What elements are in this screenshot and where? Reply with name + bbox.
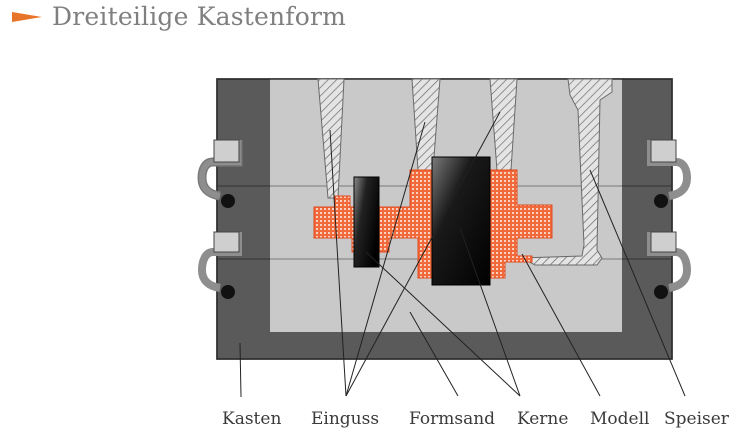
clamp-left-bottom: [197, 231, 242, 299]
clamp-right-bottom: [647, 231, 692, 299]
title-text: Dreiteilige Kastenform: [52, 2, 347, 31]
riser: [520, 78, 613, 266]
leader-lines: [239, 111, 686, 398]
clamp-right-top: [647, 139, 692, 208]
labels: Kasten Einguss Formsand Kerne Modell Spe…: [222, 409, 730, 429]
label-einguss: Einguss: [311, 409, 379, 429]
clamp-left-top: [197, 139, 243, 208]
label-kerne: Kerne: [517, 409, 568, 429]
label-formsand: Formsand: [409, 409, 495, 429]
arrow-right-icon: [12, 11, 42, 22]
label-speiser: Speiser: [664, 409, 730, 429]
cores: [353, 156, 491, 286]
label-kasten: Kasten: [222, 409, 281, 429]
page-title: Dreiteilige Kastenform: [12, 2, 346, 31]
label-modell: Modell: [590, 409, 649, 429]
